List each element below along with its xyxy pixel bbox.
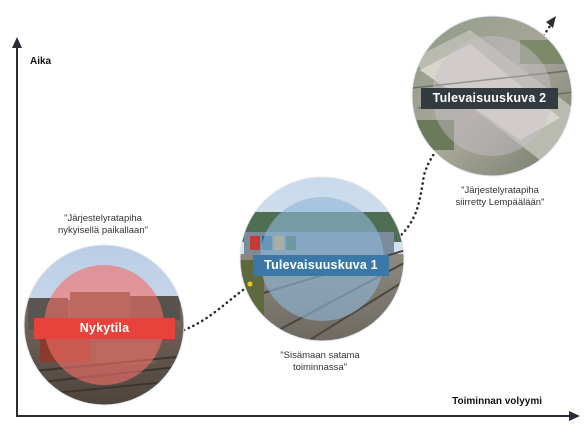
connector-2-3 (396, 148, 438, 240)
banner-bg-nykytila (34, 318, 175, 339)
caption-line: "Järjestelyratapiha (461, 185, 539, 196)
banner-bg-tulevaisuuskuva-1 (253, 255, 389, 276)
connector-1-2 (182, 283, 252, 332)
banner-bg-tulevaisuuskuva-2 (421, 88, 558, 109)
trend-arrowhead (546, 16, 556, 28)
x-axis-label: Toiminnan volyymi (452, 396, 542, 407)
caption-line: siirretty Lempäälään" (455, 197, 545, 208)
caption-line: nykyisellä paikallaan" (58, 225, 148, 236)
y-axis (12, 37, 22, 417)
caption-nykytila: "Järjestelyratapiha nykyisellä paikallaa… (28, 213, 178, 237)
caption-tulevaisuuskuva-2: "Järjestelyratapiha siirretty Lempäälään… (430, 185, 570, 209)
banner-tulevaisuuskuva-2: Tulevaisuuskuva 2 (432, 91, 547, 105)
y-axis-label: Aika (30, 56, 52, 67)
caption-line: toiminnassa" (292, 362, 348, 373)
caption-tulevaisuuskuva-1: "Sisämaan satama toiminnassa" (250, 350, 390, 374)
banner-nykytila: Nykytila (79, 321, 130, 335)
x-axis (16, 411, 580, 421)
caption-line: "Sisämaan satama (280, 350, 360, 361)
caption-line: "Järjestelyratapiha (64, 213, 142, 224)
banner-tulevaisuuskuva-1: Tulevaisuuskuva 1 (264, 258, 378, 272)
